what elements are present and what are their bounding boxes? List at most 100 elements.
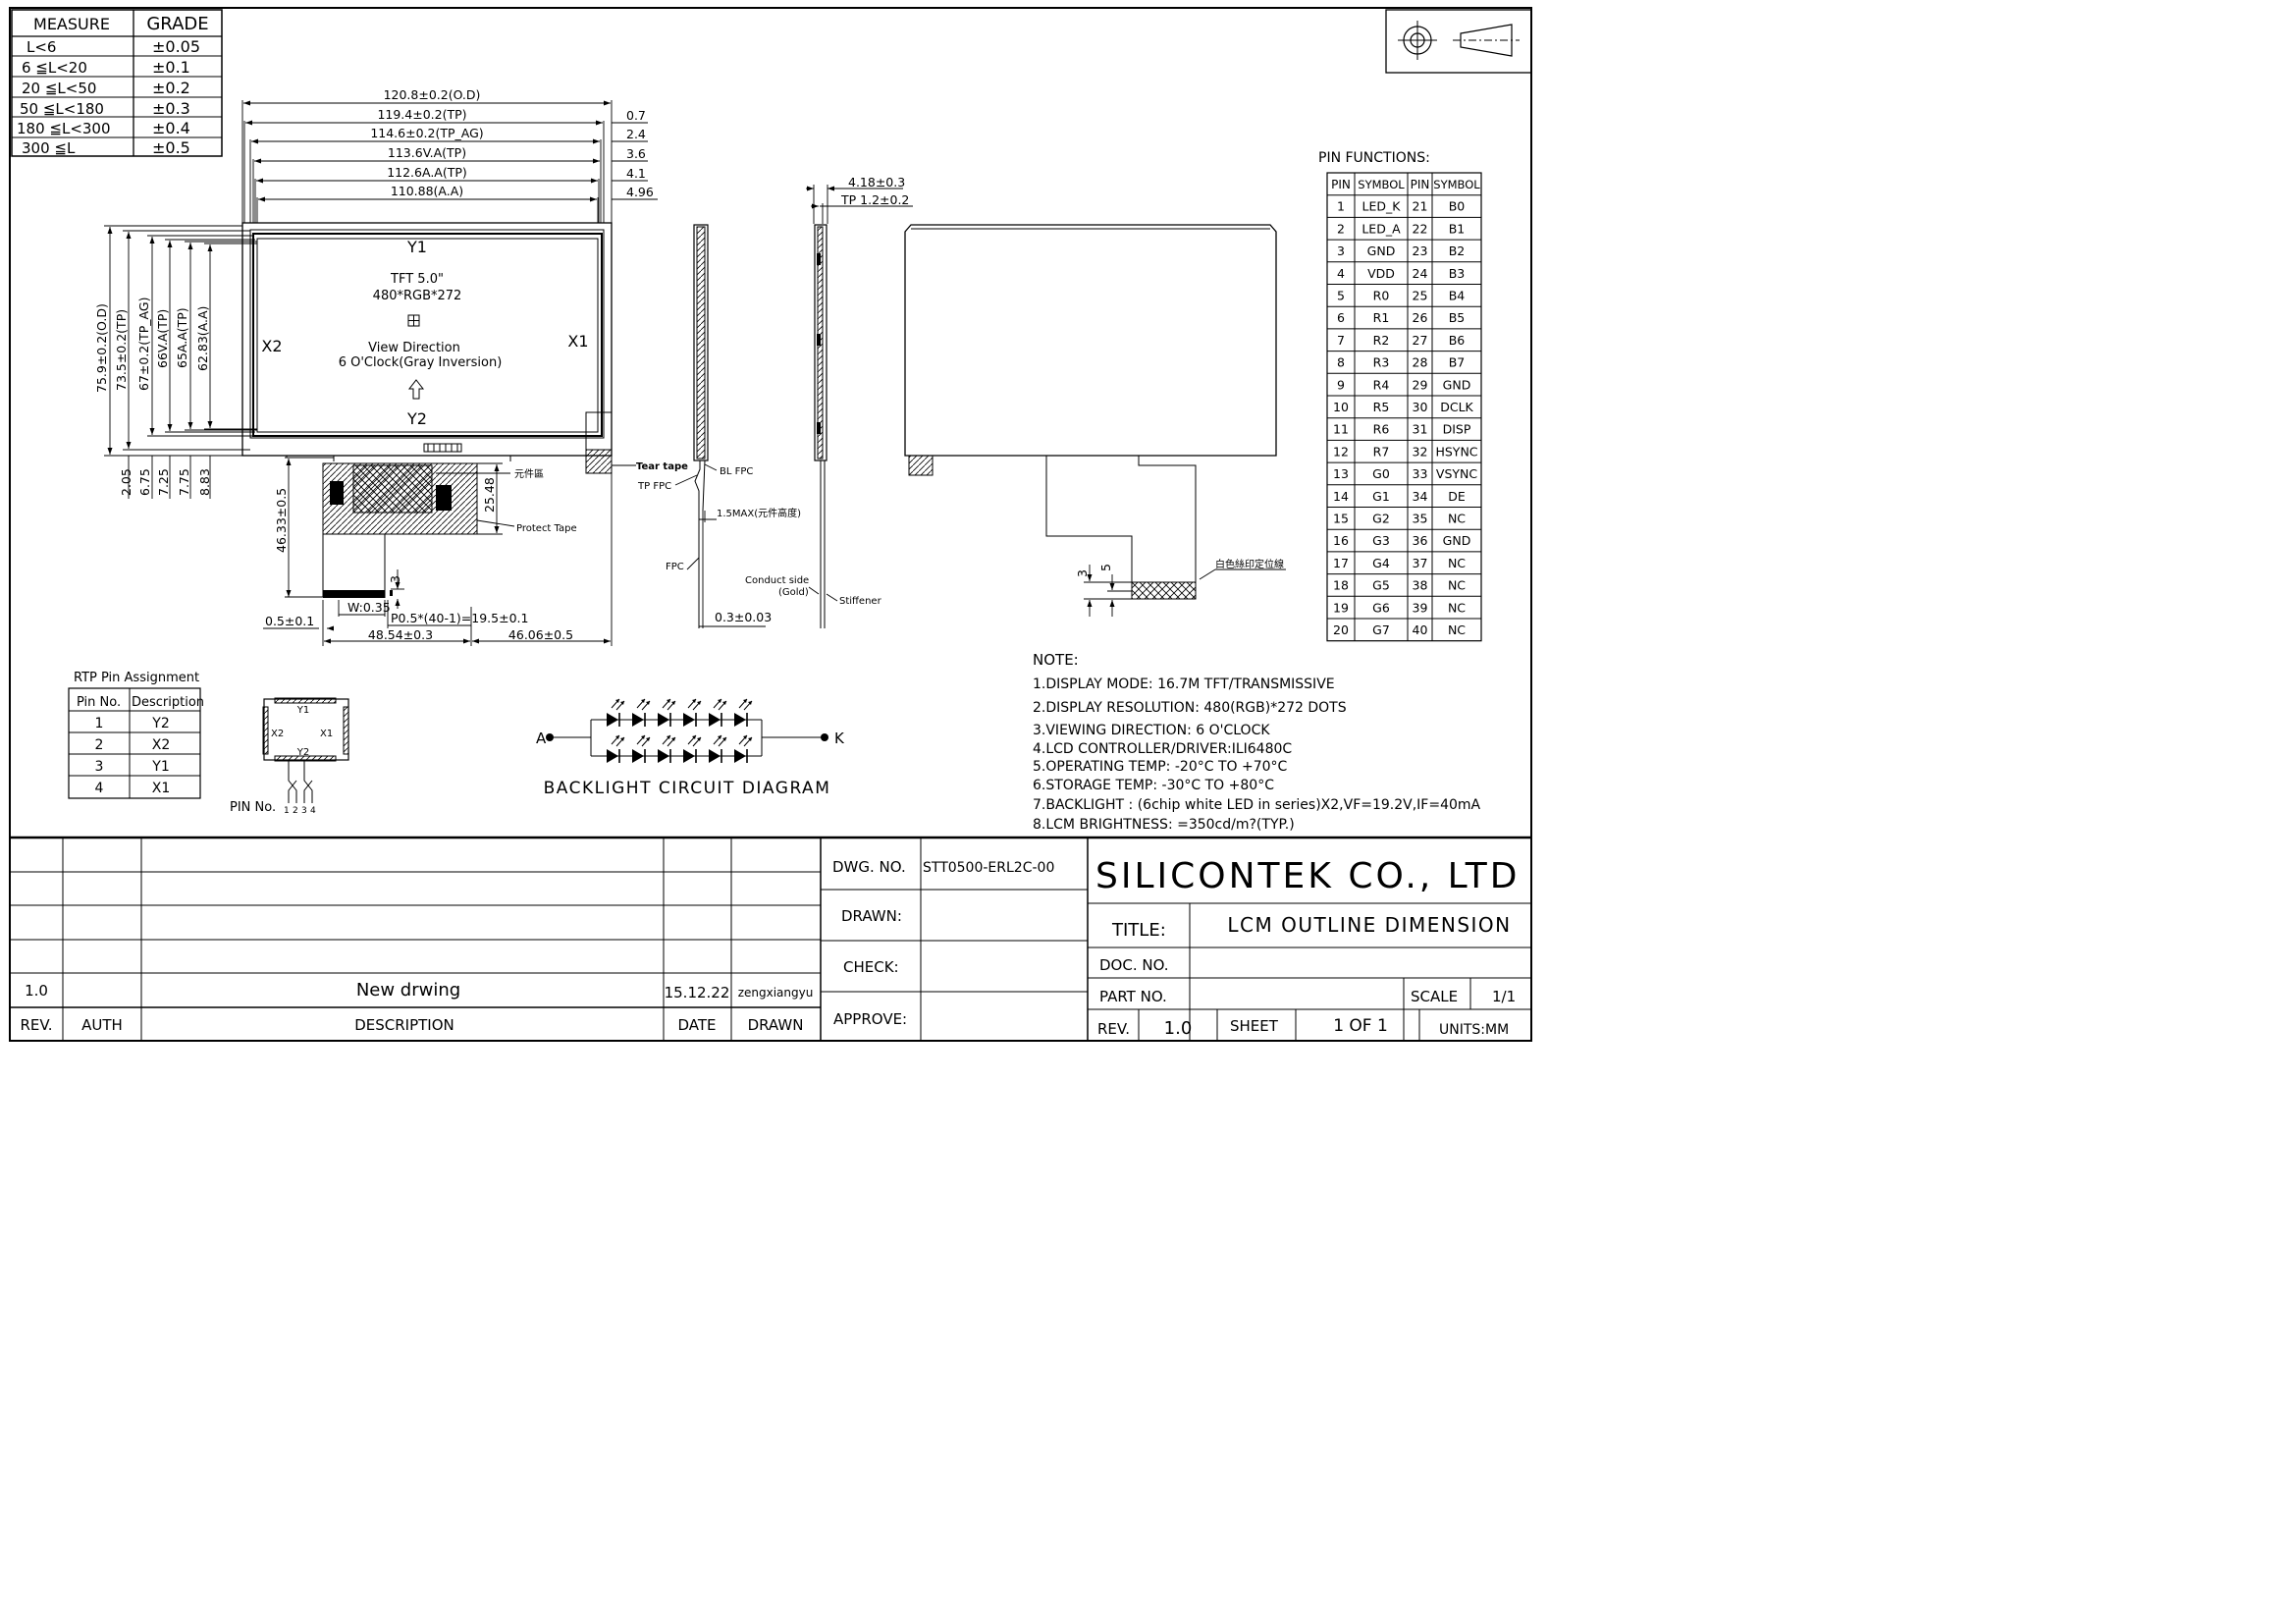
rtp-pin: 1 xyxy=(95,716,104,731)
rtp-desc: X2 xyxy=(152,737,171,753)
pin-symbol: B6 xyxy=(1449,333,1466,348)
note-item: 8.LCM BRIGHTNESS: =350cd/m?(TYP.) xyxy=(1033,817,1295,833)
protect-tape-label: Protect Tape xyxy=(516,523,577,534)
back-dim-5: 5 xyxy=(1098,564,1113,571)
pin-table-header: SYMBOL xyxy=(1433,178,1480,191)
axis-label-y2: Y2 xyxy=(406,409,427,428)
pin-number: 12 xyxy=(1333,444,1349,459)
led-symbol xyxy=(734,698,753,727)
dim-tp-height: 73.5±0.2(TP) xyxy=(114,309,129,391)
pin-symbol: R3 xyxy=(1373,355,1390,370)
measure-header: MEASURE xyxy=(33,15,110,33)
pin-symbol: B2 xyxy=(1449,243,1466,258)
led-symbol xyxy=(709,734,727,763)
tolerance-grade: ±0.05 xyxy=(152,37,200,56)
note-item: 2.DISPLAY RESOLUTION: 480(RGB)*272 DOTS xyxy=(1033,700,1347,716)
pin-symbol: R5 xyxy=(1373,400,1390,414)
pin-symbol: DISP xyxy=(1443,422,1471,437)
rtp-pin: 3 xyxy=(95,759,104,775)
pin-number: 25 xyxy=(1413,289,1428,303)
bl-fpc-label: BL FPC xyxy=(720,466,753,477)
led-symbol xyxy=(658,734,676,763)
tolerance-range: 180 ≦L<300 xyxy=(17,120,111,137)
pin-symbol: HSYNC xyxy=(1435,444,1477,459)
notes-title: NOTE: xyxy=(1033,651,1079,669)
pin-symbol: G2 xyxy=(1372,512,1390,526)
pin-number: 14 xyxy=(1333,489,1349,504)
rtp-desc: Y1 xyxy=(151,759,169,775)
pin-symbol: R7 xyxy=(1373,444,1390,459)
scale-value: 1/1 xyxy=(1492,988,1516,1005)
scale-label: SCALE xyxy=(1411,988,1458,1005)
fpc-thickness-label: 0.3±0.03 xyxy=(715,610,772,624)
view-direction-arrow xyxy=(407,379,425,400)
pin-symbol: R1 xyxy=(1373,310,1390,325)
rtp-y1: Y1 xyxy=(296,705,309,716)
sheet-value: 1 OF 1 xyxy=(1333,1016,1388,1036)
company-name: SILICONTEK CO., LTD xyxy=(1095,856,1521,896)
cathode-label: K xyxy=(834,730,845,747)
pin-table-header: PIN xyxy=(1411,178,1430,191)
title-label: TITLE: xyxy=(1111,920,1166,941)
pin-number: 37 xyxy=(1413,556,1428,570)
backlight-title: BACKLIGHT CIRCUIT DIAGRAM xyxy=(544,779,831,798)
note-item: 1.DISPLAY MODE: 16.7M TFT/TRANSMISSIVE xyxy=(1033,676,1335,692)
pin-number: 1 xyxy=(1337,199,1345,214)
resolution-label: 480*RGB*272 xyxy=(373,289,462,303)
fpc-label: FPC xyxy=(666,562,684,572)
led-symbol xyxy=(683,734,702,763)
view-direction-detail: 6 O'Clock(Gray Inversion) xyxy=(339,355,503,370)
note-item: 4.LCD CONTROLLER/DRIVER:ILI6480C xyxy=(1033,741,1292,757)
pin-number: 34 xyxy=(1413,489,1428,504)
tolerance-range: 50 ≦L<180 xyxy=(20,100,104,118)
tolerance-grade: ±0.2 xyxy=(152,79,190,97)
dim-bottom-offset: 6.75 xyxy=(137,468,152,496)
drawn-label: DRAWN: xyxy=(841,907,902,925)
left-offset-label: 0.5±0.1 xyxy=(265,614,314,628)
pin-number: 16 xyxy=(1333,533,1349,548)
dim-tp-ag-height: 67±0.2(TP_AG) xyxy=(136,298,151,391)
front-view: Y1 Y2 X2 X1 TFT 5.0" 480*RGB*272 View Di… xyxy=(94,87,688,646)
pin-symbol: B4 xyxy=(1449,289,1466,303)
pin-number: 15 xyxy=(1333,512,1349,526)
projection-symbol xyxy=(1385,9,1532,74)
pin-number: 22 xyxy=(1413,221,1428,236)
pin-number: 3 xyxy=(1337,243,1345,258)
dim-bottom-offset: 8.83 xyxy=(197,468,212,496)
tolerance-table: MEASURE GRADE L<6 ±0.05 6 ≦L<20 ±0.1 20 … xyxy=(11,9,223,157)
pin-number: 7 xyxy=(1337,333,1345,348)
rtp-pin-assignment: RTP Pin Assignment Pin No. Description 1… xyxy=(68,671,204,799)
drawing-frame xyxy=(9,7,1532,1042)
rev-label: REV. xyxy=(1097,1020,1130,1038)
pin-number: 38 xyxy=(1413,578,1428,593)
back-view: 3 5 白色絲印定位線 xyxy=(904,224,1286,617)
led-symbol xyxy=(734,734,753,763)
pin-number: 24 xyxy=(1413,266,1428,281)
dim-bottom-offset: 2.05 xyxy=(119,468,133,496)
side-view-left: BL FPC TP FPC 1.5MAX(元件高度) FPC 0.3±0.03 xyxy=(637,224,801,628)
tp-thickness-label: TP 1.2±0.2 xyxy=(840,192,909,207)
dim-offset: 3.6 xyxy=(626,146,646,161)
pin-number: 23 xyxy=(1413,243,1428,258)
note-item: 7.BACKLIGHT : (6chip white LED in series… xyxy=(1033,797,1481,813)
drawn-header: DRAWN xyxy=(748,1016,804,1034)
part-no-label: PART NO. xyxy=(1099,988,1167,1005)
led-symbol xyxy=(632,698,651,727)
outline-drawing: MEASURE GRADE L<6 ±0.05 6 ≦L<20 ±0.1 20 … xyxy=(9,7,1532,1042)
dim-bottom-offset: 7.75 xyxy=(177,468,191,496)
pin-number: 8 xyxy=(1337,355,1345,370)
dim-va-width: 113.6V.A(TP) xyxy=(388,145,466,160)
width-right-label: 46.06±0.5 xyxy=(508,627,573,642)
pin-symbol: NC xyxy=(1448,578,1466,593)
led-symbol xyxy=(683,698,702,727)
component-area-label: 元件區 xyxy=(514,468,544,480)
pin-functions-title: PIN FUNCTIONS: xyxy=(1318,150,1430,166)
dim-bottom-offset: 7.25 xyxy=(156,468,171,496)
led-symbol xyxy=(709,698,727,727)
note-item: 5.OPERATING TEMP: -20°C TO +70°C xyxy=(1033,759,1288,775)
title-block: 1.0 New drwing 15.12.22 zengxiangyu REV.… xyxy=(10,836,1531,1041)
pin-symbol: G4 xyxy=(1372,556,1390,570)
approve-label: APPROVE: xyxy=(833,1010,907,1028)
dim-aa-tp-width: 112.6A.A(TP) xyxy=(387,165,467,180)
pin-number: 21 xyxy=(1413,199,1428,214)
